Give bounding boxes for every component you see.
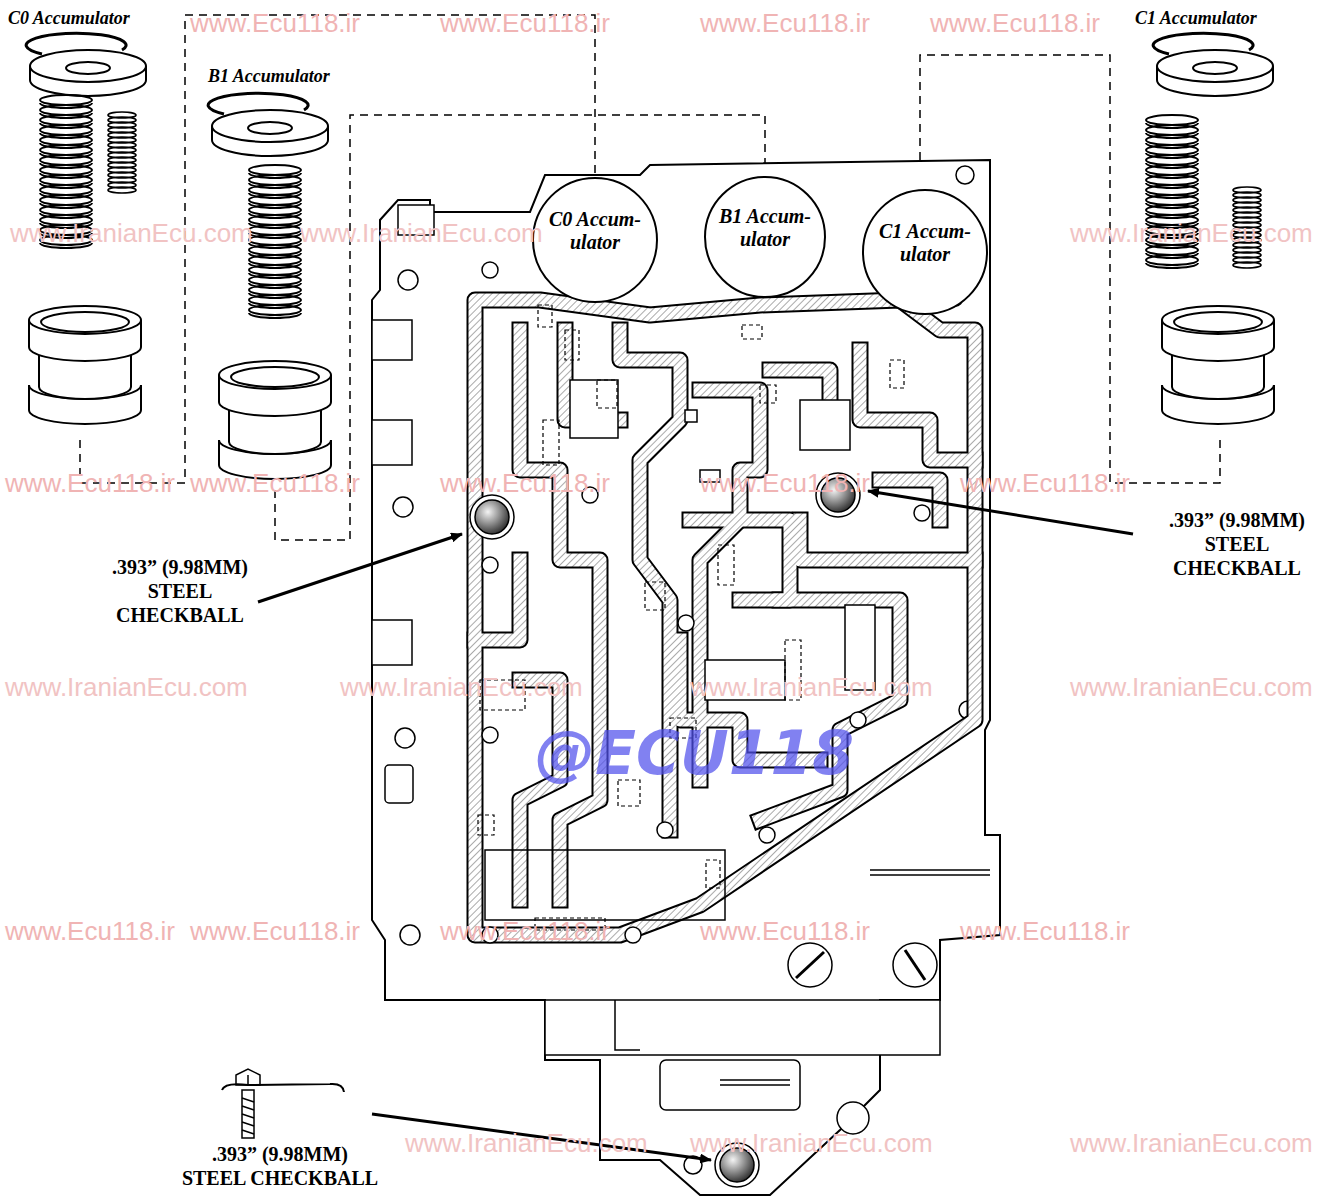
watermark: www.IranianEcu.com — [1070, 1128, 1313, 1159]
accumulator-label: C0 Accum- ulator — [545, 208, 645, 254]
watermark: www.Ecu118.ir — [700, 8, 870, 39]
watermark: www.IranianEcu.com — [690, 1128, 933, 1159]
watermark: www.Ecu118.ir — [190, 468, 360, 499]
watermark: www.Ecu118.ir — [700, 916, 870, 947]
checkball-callout: .393” (9.98MM) STEEL CHECKBALL — [96, 555, 264, 627]
watermark: www.IranianEcu.com — [1070, 218, 1313, 249]
checkball-callout: .393” (9.98MM) STEEL CHECKBALL — [180, 1142, 380, 1190]
watermark-logo: @ECU118 — [535, 718, 854, 788]
checkball-callout: .393” (9.98MM) STEEL CHECKBALL — [1153, 508, 1321, 580]
watermark: www.Ecu118.ir — [190, 8, 360, 39]
watermark: www.Ecu118.ir — [190, 916, 360, 947]
accumulator-bore: C0 Accum- ulator — [532, 177, 658, 303]
watermark: www.Ecu118.ir — [960, 916, 1130, 947]
watermark: www.Ecu118.ir — [440, 916, 610, 947]
watermark: www.Ecu118.ir — [700, 468, 870, 499]
watermark: www.IranianEcu.com — [300, 218, 543, 249]
watermark: www.Ecu118.ir — [930, 8, 1100, 39]
watermark: www.IranianEcu.com — [340, 672, 583, 703]
watermark: www.Ecu118.ir — [5, 916, 175, 947]
watermark: www.IranianEcu.com — [5, 672, 248, 703]
watermark: www.Ecu118.ir — [440, 468, 610, 499]
accumulator-bore: B1 Accum- ulator — [704, 176, 826, 298]
watermark: www.IranianEcu.com — [690, 672, 933, 703]
part-heading: C1 Accumulator — [1135, 8, 1257, 29]
watermark: www.IranianEcu.com — [10, 218, 253, 249]
watermark: www.Ecu118.ir — [960, 468, 1130, 499]
part-heading: C0 Accumulator — [8, 8, 130, 29]
watermark: www.Ecu118.ir — [5, 468, 175, 499]
watermark: www.IranianEcu.com — [405, 1128, 648, 1159]
accumulator-bore: C1 Accum- ulator — [862, 189, 988, 315]
accumulator-label: C1 Accum- ulator — [875, 220, 975, 266]
watermark: www.Ecu118.ir — [440, 8, 610, 39]
watermark: www.IranianEcu.com — [1070, 672, 1313, 703]
part-heading: B1 Accumulator — [208, 66, 330, 87]
accumulator-label: B1 Accum- ulator — [717, 205, 813, 251]
